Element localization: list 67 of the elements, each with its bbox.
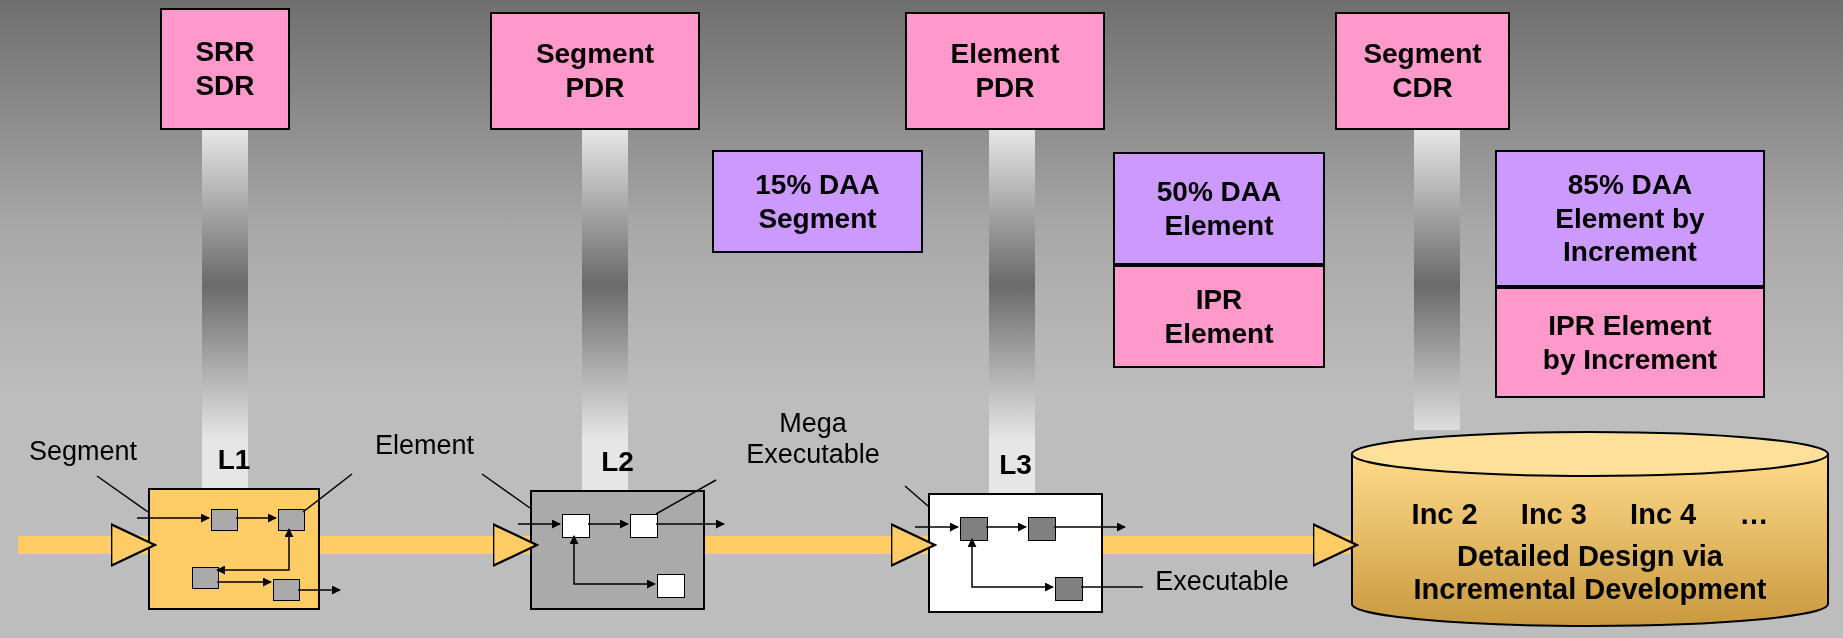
- gradient-bar: [989, 130, 1035, 493]
- leader-line: [96, 475, 149, 513]
- review-box: [490, 12, 700, 130]
- box-label: Element PDR: [949, 37, 1061, 105]
- box-label: IPR Element by Increment: [1541, 308, 1719, 377]
- cylinder-caption: Detailed Design via Incremental Development: [1412, 540, 1768, 607]
- increment-label: …: [1739, 498, 1769, 531]
- arrow: [216, 528, 294, 575]
- arrow: [914, 522, 959, 532]
- small-box: [960, 517, 988, 541]
- small-box: [211, 509, 238, 531]
- block-arrow: [18, 523, 157, 567]
- arrow: [235, 513, 277, 523]
- review-box: [1113, 152, 1325, 265]
- block-arrow: [320, 523, 539, 567]
- review-box: [905, 12, 1105, 130]
- box-label: 15% DAA Segment: [754, 167, 881, 236]
- small-box: [630, 514, 658, 538]
- box-label: Segment PDR: [534, 37, 656, 105]
- small-box: [278, 509, 305, 531]
- small-box: [273, 579, 300, 601]
- leader-line: [302, 473, 353, 513]
- box-label: SRR SDR: [194, 35, 256, 103]
- level-label: L3: [998, 449, 1033, 481]
- leader-line: [655, 479, 717, 515]
- level-label: L2: [600, 446, 635, 478]
- arrow: [517, 519, 561, 529]
- gradient-bar: [202, 130, 248, 488]
- increment-label: Inc 3: [1520, 498, 1587, 531]
- increment-label: Inc 2: [1411, 498, 1478, 531]
- box-label: Segment CDR: [1362, 37, 1483, 105]
- small-box: [1028, 517, 1056, 541]
- box-label: IPR Element: [1163, 282, 1275, 351]
- review-box: [160, 8, 290, 130]
- arrow: [985, 522, 1027, 532]
- review-box: [1113, 265, 1325, 368]
- arrow: [1053, 522, 1126, 532]
- callout-label: Segment: [28, 436, 138, 466]
- arrow: [569, 535, 656, 589]
- callout-label: Executable: [1155, 566, 1289, 596]
- block-arrow: [705, 523, 937, 567]
- arrow: [587, 519, 629, 529]
- level-label: L1: [216, 444, 252, 476]
- review-box: [1495, 150, 1765, 287]
- arrow: [216, 577, 272, 587]
- callout-label: Element: [374, 430, 475, 460]
- leader-line: [481, 473, 531, 509]
- arrow: [297, 585, 341, 595]
- block-arrow: [1103, 523, 1359, 567]
- review-box: [1495, 287, 1765, 398]
- small-box: [1055, 577, 1083, 601]
- box-label: 50% DAA Element: [1155, 174, 1283, 243]
- arrow: [136, 513, 210, 523]
- gradient-bar: [582, 130, 628, 490]
- callout-label: Mega Executable: [746, 408, 880, 470]
- small-box: [657, 574, 685, 598]
- arrow: [967, 538, 1054, 592]
- review-box: [1335, 12, 1510, 130]
- small-box: [562, 514, 590, 538]
- review-box: [712, 150, 923, 253]
- leader-line: [1080, 586, 1144, 588]
- leader-line: [904, 485, 929, 507]
- gradient-bar: [1414, 130, 1460, 430]
- small-box: [192, 567, 219, 589]
- arrow: [655, 519, 725, 529]
- increment-label: Inc 4: [1630, 498, 1697, 531]
- box-label: 85% DAA Element by Increment: [1554, 168, 1706, 269]
